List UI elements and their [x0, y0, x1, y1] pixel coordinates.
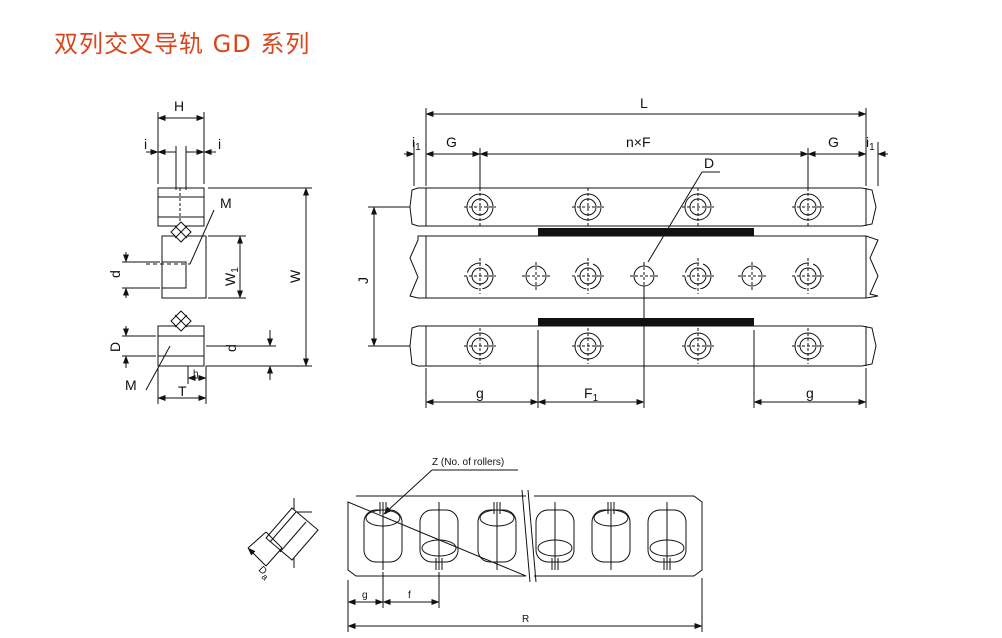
- through-hole-icon: [630, 262, 658, 290]
- dim-label-nF: n×F: [626, 134, 651, 150]
- dim-label-L: L: [640, 95, 648, 111]
- dim-label-M-bottom: M: [125, 377, 137, 393]
- dim-label-i1-left: i1: [412, 134, 421, 153]
- dim-label-D-left: D: [107, 342, 123, 352]
- tapped-hole-icon: [792, 258, 824, 294]
- counterbore-hole-icon: [682, 188, 714, 226]
- dim-label-W1: W1: [222, 267, 241, 286]
- roller-icon: [477, 502, 517, 570]
- roller-icon: [535, 502, 575, 570]
- dim-label-h: h: [193, 369, 199, 380]
- roller-icon: [419, 502, 459, 570]
- roller-icon: [170, 221, 192, 243]
- dim-label-Da: Da: [254, 564, 272, 582]
- dim-label-d-left: d: [107, 270, 123, 278]
- dim-label-M-top: M: [220, 195, 232, 211]
- dim-label-f: f: [408, 590, 411, 601]
- dim-label-R: R: [522, 614, 529, 625]
- roller-icon: [591, 502, 631, 570]
- tapped-hole-icon: [572, 258, 604, 294]
- tapped-hole-icon: [464, 258, 496, 294]
- tapped-hole-icon: [682, 258, 714, 294]
- dim-label-T: T: [178, 383, 187, 399]
- dim-label-i-right: i: [218, 136, 221, 152]
- counterbore-hole-icon: [572, 328, 604, 364]
- through-hole-icon: [738, 262, 766, 290]
- dim-label-G-right: G: [828, 134, 839, 150]
- holes-bottom-rail: [464, 328, 824, 364]
- through-hole-icon: [522, 262, 550, 290]
- counterbore-hole-icon: [572, 188, 604, 226]
- dim-label-g-cage: g: [362, 590, 368, 601]
- roller-cage-view: [247, 469, 703, 632]
- counterbore-hole-icon: [682, 328, 714, 364]
- counterbore-hole-icon: [792, 188, 824, 226]
- dim-label-G-left: G: [446, 134, 457, 150]
- roller-section-detail: [247, 498, 319, 568]
- dim-label-i-left: i: [144, 136, 147, 152]
- dim-label-i1-right: i1: [866, 134, 875, 153]
- roller-icon: [647, 502, 687, 570]
- counterbore-hole-icon: [792, 328, 824, 364]
- roller-icon: [170, 310, 192, 332]
- holes-top-rail: [464, 188, 824, 226]
- dim-label-W: W: [287, 269, 303, 283]
- rollers-count-note: Z (No. of rollers): [432, 457, 504, 468]
- front-view: [368, 108, 888, 408]
- holes-middle-rail: [464, 258, 824, 294]
- dim-label-g-left: g: [476, 385, 484, 401]
- dim-label-d-right: d: [223, 344, 239, 352]
- side-view: [122, 112, 312, 404]
- counterbore-hole-icon: [464, 188, 496, 226]
- dim-label-F1: F1: [584, 385, 599, 404]
- dim-label-g-right: g: [806, 385, 814, 401]
- counterbore-hole-icon: [464, 328, 496, 364]
- dim-label-J: J: [355, 277, 371, 284]
- page-title: 双列交叉导轨 GD 系列: [54, 30, 311, 58]
- dim-label-D-hole: D: [704, 155, 714, 171]
- dim-label-H: H: [174, 98, 184, 114]
